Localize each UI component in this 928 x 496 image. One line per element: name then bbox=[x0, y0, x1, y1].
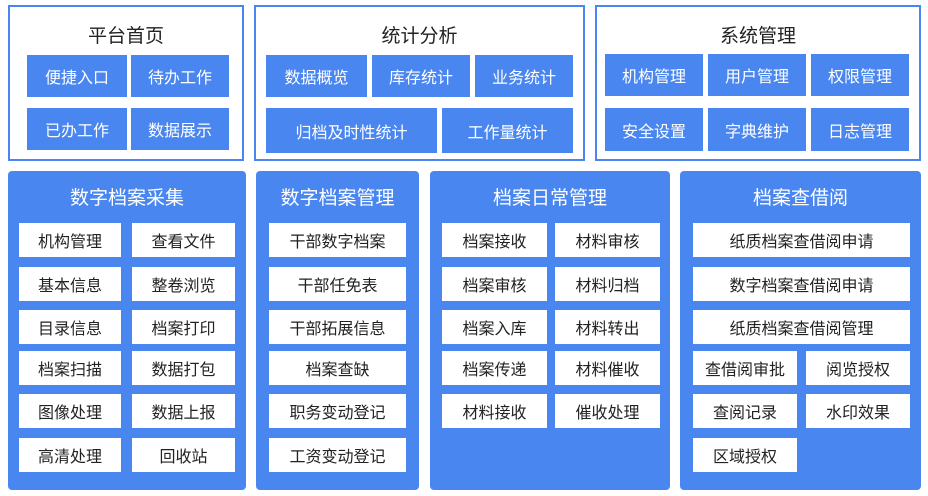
item-inventory-stats[interactable]: 库存统计 bbox=[372, 55, 470, 97]
module-system-management: 系统管理 机构管理 用户管理 权限管理 安全设置 字典维护 日志管理 bbox=[595, 5, 921, 161]
module-archive-daily-management: 档案日常管理 档案接收 材料审核 档案审核 材料归档 档案入库 材料转出 档案传… bbox=[430, 171, 670, 490]
item-shortcut-entry[interactable]: 便捷入口 bbox=[27, 55, 127, 97]
item-material-receive[interactable]: 材料接收 bbox=[442, 394, 547, 428]
module-title: 档案查借阅 bbox=[752, 187, 848, 209]
item-material-archiving[interactable]: 材料归档 bbox=[555, 267, 660, 301]
item-permission-management[interactable]: 权限管理 bbox=[811, 54, 909, 96]
module-title: 平台首页 bbox=[87, 25, 164, 47]
item-paper-archive-lending-management[interactable]: 纸质档案查借阅管理 bbox=[693, 310, 910, 344]
item-security-settings[interactable]: 安全设置 bbox=[605, 108, 703, 151]
item-archive-scan[interactable]: 档案扫描 bbox=[19, 351, 121, 385]
item-archive-storage[interactable]: 档案入库 bbox=[442, 310, 547, 344]
module-title: 数字档案采集 bbox=[69, 187, 184, 209]
item-watermark-effect[interactable]: 水印效果 bbox=[806, 394, 910, 428]
item-org-management[interactable]: 机构管理 bbox=[19, 223, 121, 257]
item-area-authorization[interactable]: 区域授权 bbox=[693, 438, 797, 472]
item-archiving-timeliness-stats[interactable]: 归档及时性统计 bbox=[266, 108, 437, 153]
item-log-management[interactable]: 日志管理 bbox=[811, 108, 909, 151]
item-archive-review[interactable]: 档案审核 bbox=[442, 267, 547, 301]
item-archive-delivery[interactable]: 档案传递 bbox=[442, 351, 547, 385]
item-archive-receive[interactable]: 档案接收 bbox=[442, 223, 547, 257]
item-digital-archive-lending-request[interactable]: 数字档案查借阅申请 bbox=[693, 267, 910, 301]
item-basic-info[interactable]: 基本信息 bbox=[19, 267, 121, 301]
item-archive-gap-check[interactable]: 档案查缺 bbox=[269, 351, 406, 385]
item-cadre-extended-info[interactable]: 干部拓展信息 bbox=[269, 310, 406, 344]
item-image-processing[interactable]: 图像处理 bbox=[19, 394, 121, 428]
item-material-review[interactable]: 材料审核 bbox=[555, 223, 660, 257]
item-data-report[interactable]: 数据上报 bbox=[132, 394, 235, 428]
item-cadre-appointment-form[interactable]: 干部任免表 bbox=[269, 267, 406, 301]
item-data-display[interactable]: 数据展示 bbox=[131, 108, 229, 150]
module-title: 系统管理 bbox=[719, 25, 796, 47]
module-statistics: 统计分析 数据概览 库存统计 业务统计 归档及时性统计 工作量统计 bbox=[254, 5, 585, 161]
item-user-management[interactable]: 用户管理 bbox=[708, 54, 806, 96]
item-view-files[interactable]: 查看文件 bbox=[132, 223, 235, 257]
module-title: 数字档案管理 bbox=[280, 187, 395, 209]
item-archive-print[interactable]: 档案打印 bbox=[132, 310, 235, 344]
item-position-change-registration[interactable]: 职务变动登记 bbox=[269, 394, 406, 428]
item-done-work[interactable]: 已办工作 bbox=[27, 108, 127, 150]
module-digital-archive-collection: 数字档案采集 机构管理 查看文件 基本信息 整卷浏览 目录信息 档案打印 档案扫… bbox=[8, 171, 246, 490]
item-org-management[interactable]: 机构管理 bbox=[605, 54, 703, 96]
item-cadre-digital-archive[interactable]: 干部数字档案 bbox=[269, 223, 406, 257]
item-volume-browse[interactable]: 整卷浏览 bbox=[132, 267, 235, 301]
item-data-package[interactable]: 数据打包 bbox=[132, 351, 235, 385]
item-data-overview[interactable]: 数据概览 bbox=[266, 55, 367, 97]
item-catalog-info[interactable]: 目录信息 bbox=[19, 310, 121, 344]
item-dictionary-maintenance[interactable]: 字典维护 bbox=[708, 108, 806, 151]
item-lending-approval[interactable]: 查借阅审批 bbox=[693, 351, 797, 385]
item-lookup-records[interactable]: 查阅记录 bbox=[693, 394, 797, 428]
item-business-stats[interactable]: 业务统计 bbox=[475, 55, 573, 97]
module-title: 统计分析 bbox=[381, 25, 458, 47]
item-hd-processing[interactable]: 高清处理 bbox=[19, 438, 121, 472]
item-pending-work[interactable]: 待办工作 bbox=[131, 55, 229, 97]
item-recycle-bin[interactable]: 回收站 bbox=[132, 438, 235, 472]
item-material-reminder[interactable]: 材料催收 bbox=[555, 351, 660, 385]
item-reading-authorization[interactable]: 阅览授权 bbox=[806, 351, 910, 385]
module-title: 档案日常管理 bbox=[492, 187, 607, 209]
module-platform-home: 平台首页 便捷入口 待办工作 已办工作 数据展示 bbox=[8, 5, 244, 161]
item-material-transfer-out[interactable]: 材料转出 bbox=[555, 310, 660, 344]
item-workload-stats[interactable]: 工作量统计 bbox=[442, 108, 573, 153]
item-salary-change-registration[interactable]: 工资变动登记 bbox=[269, 438, 406, 472]
module-digital-archive-management: 数字档案管理 干部数字档案 干部任免表 干部拓展信息 档案查缺 职务变动登记 工… bbox=[256, 171, 419, 490]
item-reminder-processing[interactable]: 催收处理 bbox=[555, 394, 660, 428]
item-paper-archive-lending-request[interactable]: 纸质档案查借阅申请 bbox=[693, 223, 910, 257]
module-archive-lending: 档案查借阅 纸质档案查借阅申请 数字档案查借阅申请 纸质档案查借阅管理 查借阅审… bbox=[680, 171, 921, 490]
